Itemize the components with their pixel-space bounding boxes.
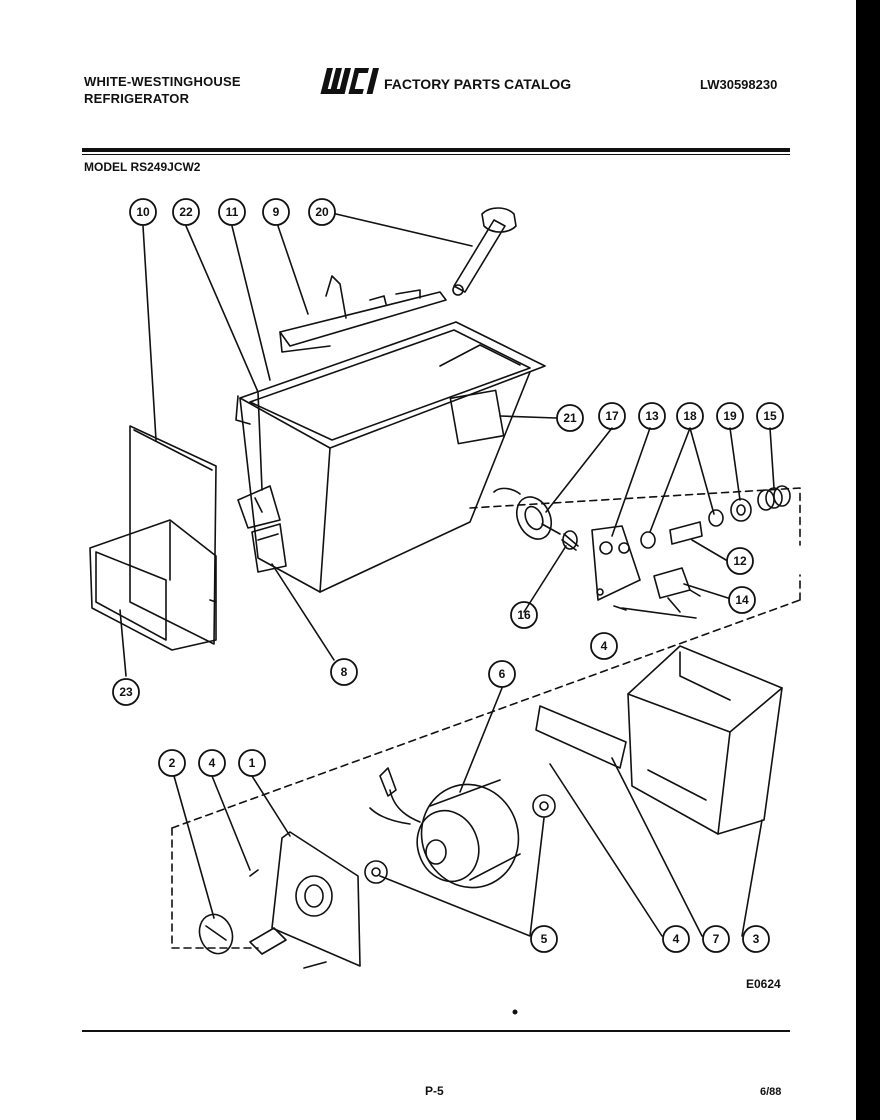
motor-housing-3-part bbox=[627, 645, 783, 835]
page-date: 6/88 bbox=[760, 1086, 782, 1098]
motor-plate-1-part bbox=[249, 831, 361, 969]
catalog-title: FACTORY PARTS CATALOG bbox=[384, 76, 572, 92]
catalog-number: LW30598230 bbox=[700, 77, 778, 92]
screw-lower-left bbox=[249, 869, 259, 877]
callout-label-7: 7 bbox=[713, 932, 720, 946]
callout-label-10: 10 bbox=[136, 205, 150, 219]
gear-5-left-part bbox=[364, 860, 388, 884]
callout-17 bbox=[598, 402, 626, 430]
spring-15-part bbox=[757, 485, 791, 511]
ice-chute-flap-part bbox=[251, 523, 287, 573]
callout-leader-lines bbox=[119, 213, 775, 937]
callout-9 bbox=[262, 198, 290, 226]
callout-label-8: 8 bbox=[341, 665, 348, 679]
callout-label-16: 16 bbox=[517, 608, 531, 622]
callout-19 bbox=[716, 402, 744, 430]
callout-15 bbox=[756, 402, 784, 430]
callout-label-4-right: 4 bbox=[673, 932, 680, 946]
callout-4-right bbox=[662, 925, 690, 953]
callout-1 bbox=[238, 749, 266, 777]
callout-4-left bbox=[198, 749, 226, 777]
callout-4-upper bbox=[590, 632, 618, 660]
callout-label-11: 11 bbox=[226, 205, 239, 219]
callout-label-6: 6 bbox=[499, 667, 506, 681]
callout-3 bbox=[742, 925, 770, 953]
callout-7 bbox=[702, 925, 730, 953]
callout-22 bbox=[172, 198, 200, 226]
callout-20 bbox=[308, 198, 336, 226]
drive-coupling-part bbox=[493, 487, 561, 540]
callout-label-3: 3 bbox=[753, 932, 760, 946]
auger-motor-part bbox=[369, 767, 521, 889]
callout-14 bbox=[728, 586, 756, 614]
callout-label-15: 15 bbox=[763, 409, 777, 423]
callout-16 bbox=[510, 601, 538, 629]
gear-5-right-part bbox=[532, 794, 556, 818]
callout-10 bbox=[129, 198, 157, 226]
callout-label-5: 5 bbox=[541, 932, 548, 946]
callout-18 bbox=[676, 402, 704, 430]
callout-21 bbox=[556, 404, 584, 432]
plate-bracket-13-part bbox=[591, 525, 641, 611]
callout-13 bbox=[638, 402, 666, 430]
brand-line-2: REFRIGERATOR bbox=[84, 91, 190, 106]
drawing-code: E0624 bbox=[746, 977, 781, 991]
brand-block: WHITE-WESTINGHOUSE REFRIGERATOR bbox=[84, 73, 241, 107]
footer-rule bbox=[82, 1030, 790, 1032]
callout-label-12: 12 bbox=[733, 554, 747, 568]
callout-label-13: 13 bbox=[645, 409, 659, 423]
nut-19-part bbox=[730, 498, 752, 522]
brand-line-1: WHITE-WESTINGHOUSE bbox=[84, 74, 241, 89]
page-edge-margin bbox=[856, 0, 880, 1120]
callout-label-4-left: 4 bbox=[209, 756, 216, 770]
dashed-assembly-line-top bbox=[171, 599, 801, 829]
callout-label-1: 1 bbox=[249, 756, 256, 770]
callout-label-20: 20 bbox=[315, 205, 329, 219]
callout-2 bbox=[158, 749, 186, 777]
page-number: P-5 bbox=[425, 1084, 444, 1098]
callout-label-4-upper: 4 bbox=[601, 639, 608, 653]
cover-plate-7-part bbox=[535, 705, 627, 769]
shaft-12-part bbox=[640, 509, 724, 549]
callout-23 bbox=[112, 678, 140, 706]
callout-label-2: 2 bbox=[169, 756, 176, 770]
callout-label-21: 21 bbox=[563, 411, 577, 425]
wci-logo bbox=[320, 68, 380, 94]
header-rule-thick bbox=[82, 148, 790, 152]
callout-label-14: 14 bbox=[735, 593, 749, 607]
front-panel-part bbox=[129, 425, 217, 645]
dispenser-front-part bbox=[89, 519, 217, 651]
ejector-handle-part bbox=[452, 207, 517, 296]
ice-bin-part bbox=[235, 321, 546, 593]
callout-label-23: 23 bbox=[119, 685, 133, 699]
callout-label-18: 18 bbox=[683, 409, 697, 423]
callout-8 bbox=[330, 658, 358, 686]
callout-11 bbox=[218, 198, 246, 226]
callout-6 bbox=[488, 660, 516, 688]
callout-12 bbox=[726, 547, 754, 575]
header-rule-thin bbox=[82, 154, 790, 155]
spring-16-part bbox=[561, 530, 579, 551]
switch-14-part bbox=[653, 567, 701, 613]
screw-leader-upper bbox=[621, 607, 697, 619]
model-label: MODEL RS249JCW2 bbox=[84, 160, 201, 174]
callout-label-19: 19 bbox=[723, 409, 737, 423]
callout-label-17: 17 bbox=[605, 409, 619, 423]
callout-label-22: 22 bbox=[179, 205, 193, 219]
scan-speck bbox=[512, 1009, 518, 1015]
bin-bracket-part bbox=[237, 485, 281, 529]
dashed-drive-line bbox=[469, 487, 801, 546]
knob-2-part bbox=[198, 913, 234, 955]
auger-cover-part bbox=[279, 275, 447, 353]
callout-5 bbox=[530, 925, 558, 953]
callout-label-9: 9 bbox=[273, 205, 280, 219]
